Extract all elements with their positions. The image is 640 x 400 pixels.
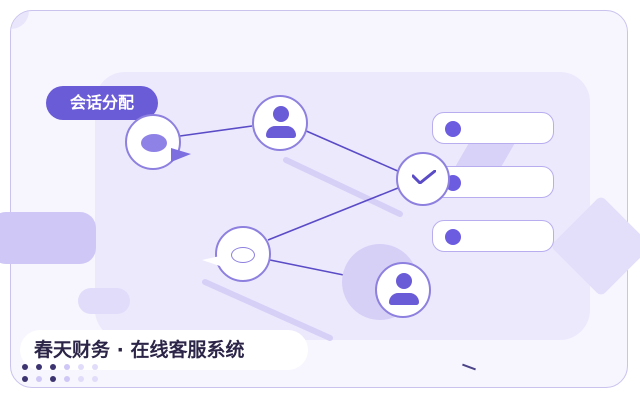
decor-dot-grid: [22, 364, 100, 382]
agent-node-bottom: [375, 262, 431, 318]
chat-node-hollow: [215, 226, 271, 282]
decor-pill-small: [78, 288, 130, 314]
status-dot-icon: [445, 229, 461, 245]
chat-bubble-tail-hollow: [202, 256, 220, 266]
user-avatar-icon: [396, 273, 412, 289]
status-dot-icon: [445, 121, 461, 137]
decor-pill-left: [0, 212, 96, 264]
user-avatar-body: [266, 126, 296, 138]
agent-node-top: [252, 95, 308, 151]
queue-card: [432, 112, 554, 144]
chat-bubble-outline-icon: [231, 247, 255, 263]
user-avatar-icon: [273, 106, 289, 122]
queue-card: [432, 166, 554, 198]
user-avatar-body: [389, 293, 419, 305]
chat-bubble-icon: [141, 134, 167, 152]
queue-card: [432, 220, 554, 252]
check-icon: [412, 170, 436, 184]
session-assign-tag: 会话分配: [46, 86, 158, 120]
product-title: 春天财务 · 在线客服系统: [20, 330, 308, 370]
chat-bubble-tail: [171, 148, 191, 162]
check-node: [396, 152, 450, 206]
